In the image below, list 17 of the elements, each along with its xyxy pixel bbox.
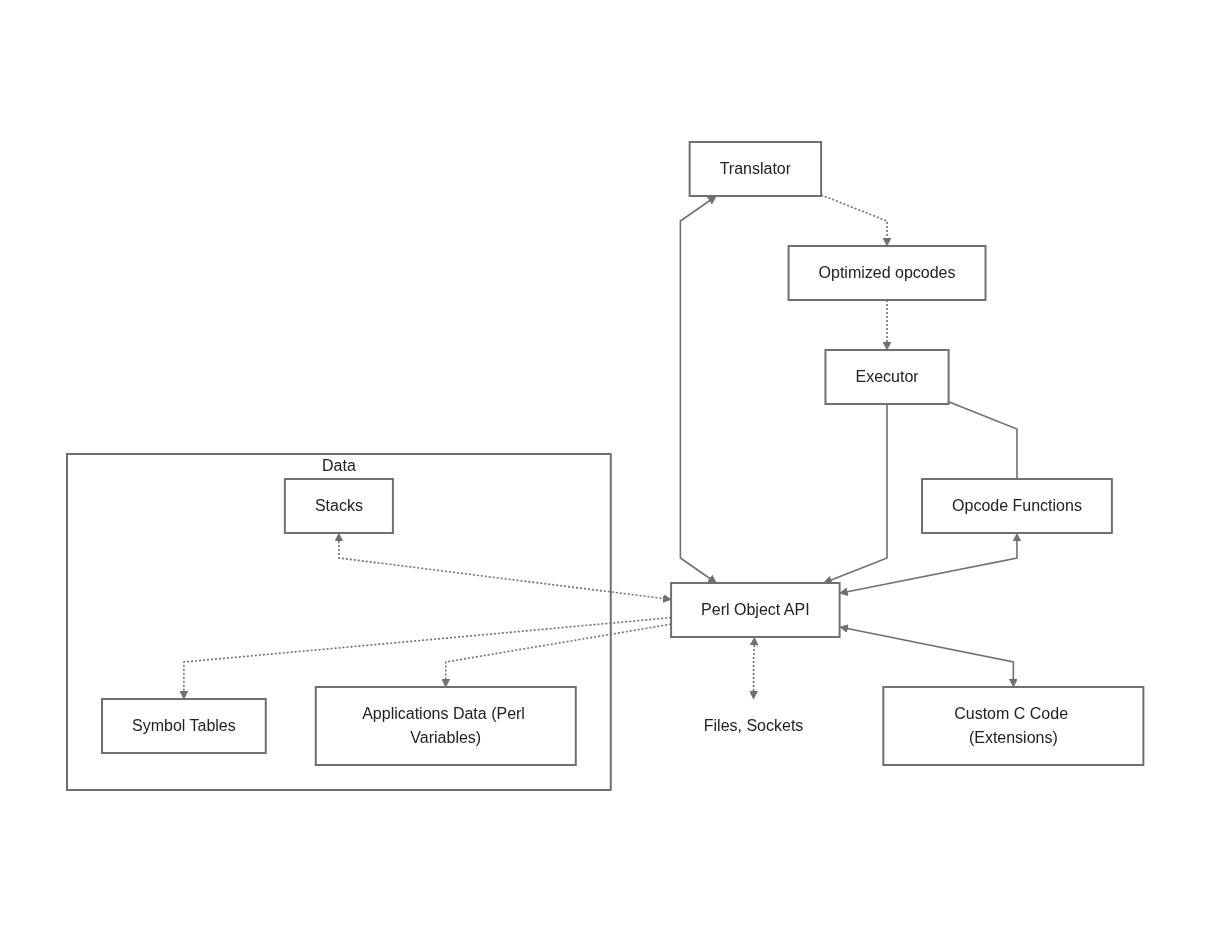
node-box: Custom C Code (Extensions) — [882, 686, 1145, 766]
node-box: Symbol Tables — [100, 698, 267, 754]
node-box: Executor — [824, 349, 950, 405]
arrow — [820, 194, 892, 247]
node-box: Opcode Functions — [920, 478, 1113, 534]
node-box: Stacks — [283, 478, 394, 534]
connector — [947, 400, 1018, 480]
arrow — [839, 533, 1022, 596]
arrow — [839, 624, 1018, 688]
node-box: Translator — [688, 141, 822, 197]
arrow — [749, 637, 759, 700]
node-box: Optimized opcodes — [787, 245, 987, 301]
node-text: Files, Sockets — [703, 717, 804, 734]
arrow — [679, 195, 717, 584]
node-box: Perl Object API — [669, 582, 841, 638]
node-box: Applications Data (Perl Variables) — [314, 686, 577, 766]
arrow — [823, 403, 888, 585]
